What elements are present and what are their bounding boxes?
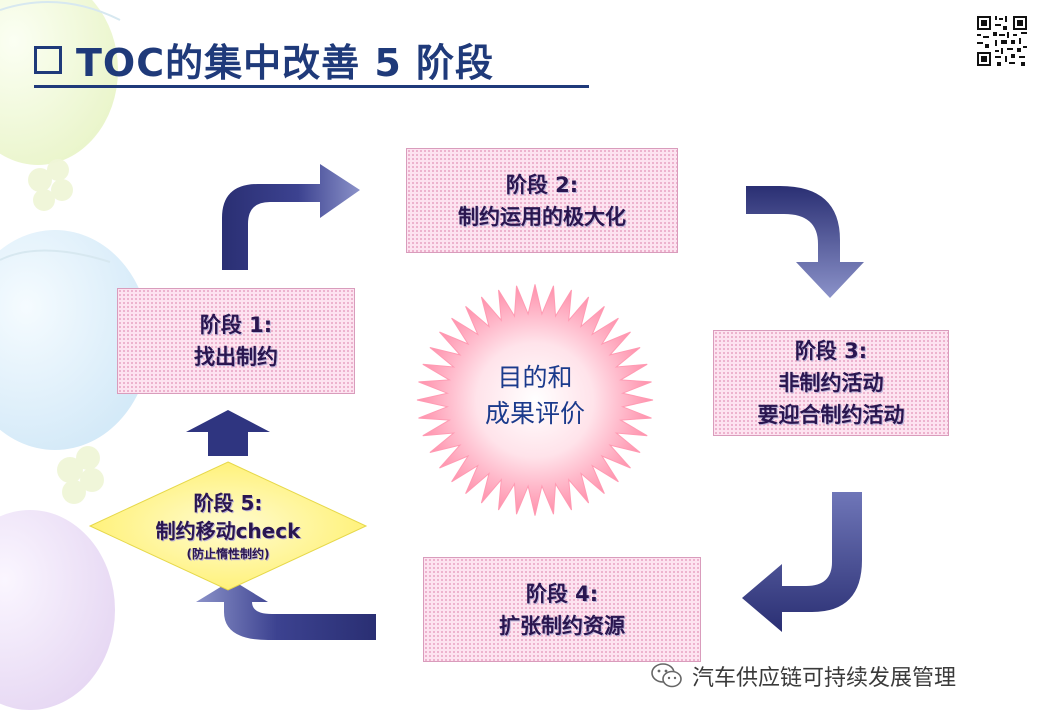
page-title: TOC的集中改善 5 阶段 — [34, 32, 494, 87]
stage-3-box: 阶段 3: 非制约活动 要迎合制约活动 — [713, 330, 949, 436]
watermark: 汽车供应链可持续发展管理 — [650, 660, 956, 692]
stage-5-line-2: (防止惰性制约) — [186, 547, 270, 561]
center-line-2: 成果评价 — [484, 399, 585, 428]
stage-4-line-1: 扩张制约资源 — [499, 613, 625, 638]
stage-5-line-1: 制约移动check — [155, 519, 301, 543]
arrow-stage1-to-stage2 — [222, 164, 360, 270]
title-text: TOC的集中改善 5 阶段 — [76, 41, 495, 85]
stage-3-line-1: 非制约活动 — [778, 371, 884, 395]
stage-4-box: 阶段 4: 扩张制约资源 — [423, 557, 701, 662]
arrow-stage2-to-stage3 — [746, 186, 864, 298]
checkbox-square-icon — [34, 45, 62, 74]
stage-2-box: 阶段 2: 制约运用的极大化 — [406, 148, 678, 253]
center-label: 目的和 成果评价 — [440, 360, 630, 432]
stage-4-label: 阶段 4: — [525, 581, 599, 606]
watermark-text: 汽车供应链可持续发展管理 — [692, 666, 957, 691]
stage-3-line-2: 要迎合制约活动 — [757, 403, 905, 427]
stage-1-label: 阶段 1: — [199, 313, 273, 337]
arrow-stage5-to-stage1 — [186, 410, 270, 456]
stage-5-diamond — [88, 461, 368, 591]
qr-code-icon — [975, 14, 1029, 68]
arrow-stage3-to-stage4 — [742, 492, 862, 632]
center-line-1: 目的和 — [497, 363, 573, 392]
title-underline — [34, 85, 589, 88]
stage-3-label: 阶段 3: — [794, 339, 868, 363]
stage-5-text: 阶段 5: 制约移动check (防止惰性制约) — [88, 460, 368, 592]
arrow-stage4-to-stage5 — [196, 580, 376, 640]
stage-1-line-1: 找出制约 — [194, 345, 278, 369]
stage-1-box: 阶段 1: 找出制约 — [117, 288, 355, 394]
stage-2-line-1: 制约运用的极大化 — [458, 204, 626, 229]
center-starburst — [416, 284, 654, 516]
stage-2-label: 阶段 2: — [505, 172, 579, 197]
stage-5-label: 阶段 5: — [193, 491, 263, 515]
wechat-icon — [651, 663, 682, 688]
